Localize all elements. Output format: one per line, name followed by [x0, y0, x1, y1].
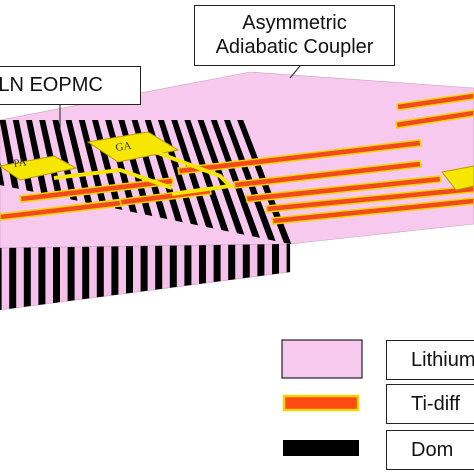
legend-label-domain: Dom — [386, 430, 474, 470]
domain-stripes-side — [0, 244, 290, 310]
legend-swatch-domain — [283, 440, 359, 456]
domain-stripe-side — [96, 244, 104, 310]
callout-coupler-line2: Adiabatic Coupler — [215, 36, 374, 58]
domain-stripe-side — [272, 244, 279, 310]
electrode-right-pad — [441, 165, 474, 191]
domain-stripe — [158, 120, 206, 244]
domain-stripe-side — [242, 244, 250, 310]
domain-stripe-side — [155, 244, 163, 310]
callout-pln-eopmc: PLN EOPMC — [0, 66, 141, 105]
domain-stripe-side — [257, 244, 265, 310]
electrode-pa-trace — [53, 167, 173, 190]
waveguide-upper-right-1 — [396, 92, 474, 111]
electrode-ga-label: GA — [115, 140, 132, 154]
domain-stripe-side — [67, 244, 75, 310]
waveguide-branch-3 — [265, 185, 474, 213]
domain-stripe-side — [53, 244, 60, 310]
domain-stripe — [184, 120, 236, 244]
waveguide-branch-4 — [271, 197, 474, 225]
domain-stripe-side — [0, 244, 2, 310]
waveguide-group — [0, 92, 474, 225]
domain-stripe-side — [82, 244, 90, 310]
coupler-pointer — [289, 65, 301, 79]
waveguide-branch-2 — [245, 175, 442, 203]
domain-stripe-side — [169, 244, 177, 310]
electrode-pa-label: PA — [13, 156, 28, 170]
waveguide-left-1 — [19, 177, 174, 203]
domain-stripe-side — [9, 244, 17, 310]
domain-stripe-side — [126, 244, 133, 310]
domain-stripe-side — [184, 244, 192, 310]
domain-stripe-side — [140, 244, 148, 310]
domain-stripe — [171, 120, 221, 244]
domain-stripe-side — [213, 244, 221, 310]
legend-swatch-ti-diff — [282, 394, 360, 412]
waveguide-left-3 — [0, 199, 122, 221]
callout-asymmetric-adiabatic-coupler: Asymmetric Adiabatic Coupler — [194, 5, 395, 66]
legend-swatch-lithium — [281, 339, 363, 379]
domain-stripe-side — [23, 244, 31, 310]
legend-label-ti-diff: Ti-diff — [386, 384, 474, 424]
waveguide-upper-right-2 — [395, 109, 474, 129]
waveguide-branch-1 — [233, 160, 422, 189]
electrode-ga-pad — [86, 131, 180, 163]
domain-stripe-side — [111, 244, 119, 310]
legend-label-lithium: Lithium — [386, 340, 474, 380]
waveguide-coupler-long — [177, 139, 422, 175]
electrode-ga-trace — [149, 148, 235, 196]
electrode-group — [0, 131, 474, 196]
callout-eopmc-text: PLN EOPMC — [0, 74, 103, 96]
electrode-pa-pad — [0, 155, 78, 181]
domain-stripe-side — [199, 244, 206, 310]
callout-coupler-line1: Asymmetric — [242, 12, 347, 34]
domain-stripe-side — [38, 244, 46, 310]
